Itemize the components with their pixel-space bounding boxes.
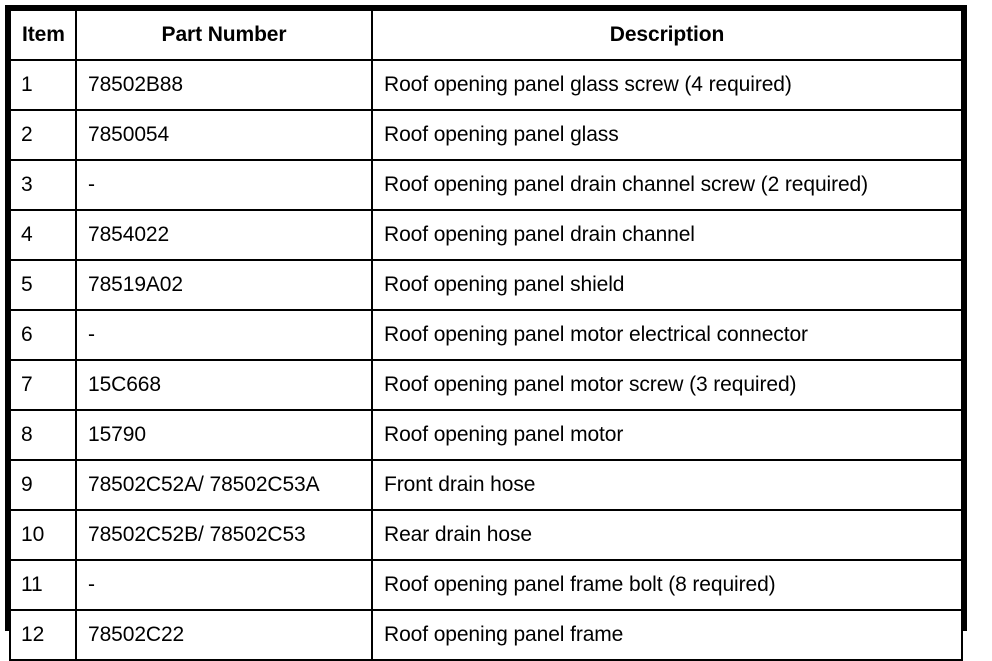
cell-description: Roof opening panel drain channel screw (…: [371, 159, 963, 211]
cell-part-number: -: [75, 159, 373, 211]
cell-description: Roof opening panel frame: [371, 609, 963, 661]
cell-description: Roof opening panel motor electrical conn…: [371, 309, 963, 361]
cell-part-number: 15C668: [75, 359, 373, 411]
cell-item: 11: [9, 559, 77, 611]
cell-item: 4: [9, 209, 77, 261]
cell-item: 1: [9, 59, 77, 111]
cell-item: 8: [9, 409, 77, 461]
table-row: 3-Roof opening panel drain channel screw…: [9, 159, 963, 211]
cell-item: 7: [9, 359, 77, 411]
cell-item: 12: [9, 609, 77, 661]
cell-item: 6: [9, 309, 77, 361]
cell-part-number: 7850054: [75, 109, 373, 161]
column-header-description: Description: [371, 9, 963, 61]
cell-part-number: 78502C22: [75, 609, 373, 661]
cell-part-number: 78519A02: [75, 259, 373, 311]
cell-description: Roof opening panel motor screw (3 requir…: [371, 359, 963, 411]
cell-description: Roof opening panel shield: [371, 259, 963, 311]
column-header-part-number: Part Number: [75, 9, 373, 61]
cell-part-number: 7854022: [75, 209, 373, 261]
cell-description: Front drain hose: [371, 459, 963, 511]
cell-part-number: 78502C52B/ 78502C53: [75, 509, 373, 561]
cell-description: Roof opening panel glass screw (4 requir…: [371, 59, 963, 111]
table-row: 6-Roof opening panel motor electrical co…: [9, 309, 963, 361]
cell-item: 2: [9, 109, 77, 161]
cell-item: 3: [9, 159, 77, 211]
cell-description: Rear drain hose: [371, 509, 963, 561]
cell-item: 10: [9, 509, 77, 561]
cell-item: 9: [9, 459, 77, 511]
cell-part-number: 78502B88: [75, 59, 373, 111]
cell-description: Roof opening panel frame bolt (8 require…: [371, 559, 963, 611]
table-row: 11-Roof opening panel frame bolt (8 requ…: [9, 559, 963, 611]
cell-part-number: -: [75, 559, 373, 611]
cell-description: Roof opening panel drain channel: [371, 209, 963, 261]
cell-part-number: -: [75, 309, 373, 361]
cell-part-number: 15790: [75, 409, 373, 461]
table-header-row: Item Part Number Description: [9, 9, 963, 61]
cell-part-number: 78502C52A/ 78502C53A: [75, 459, 373, 511]
table-header: Item Part Number Description: [9, 9, 963, 61]
cell-description: Roof opening panel glass: [371, 109, 963, 161]
column-header-item: Item: [9, 9, 77, 61]
cell-description: Roof opening panel motor: [371, 409, 963, 461]
cell-item: 5: [9, 259, 77, 311]
